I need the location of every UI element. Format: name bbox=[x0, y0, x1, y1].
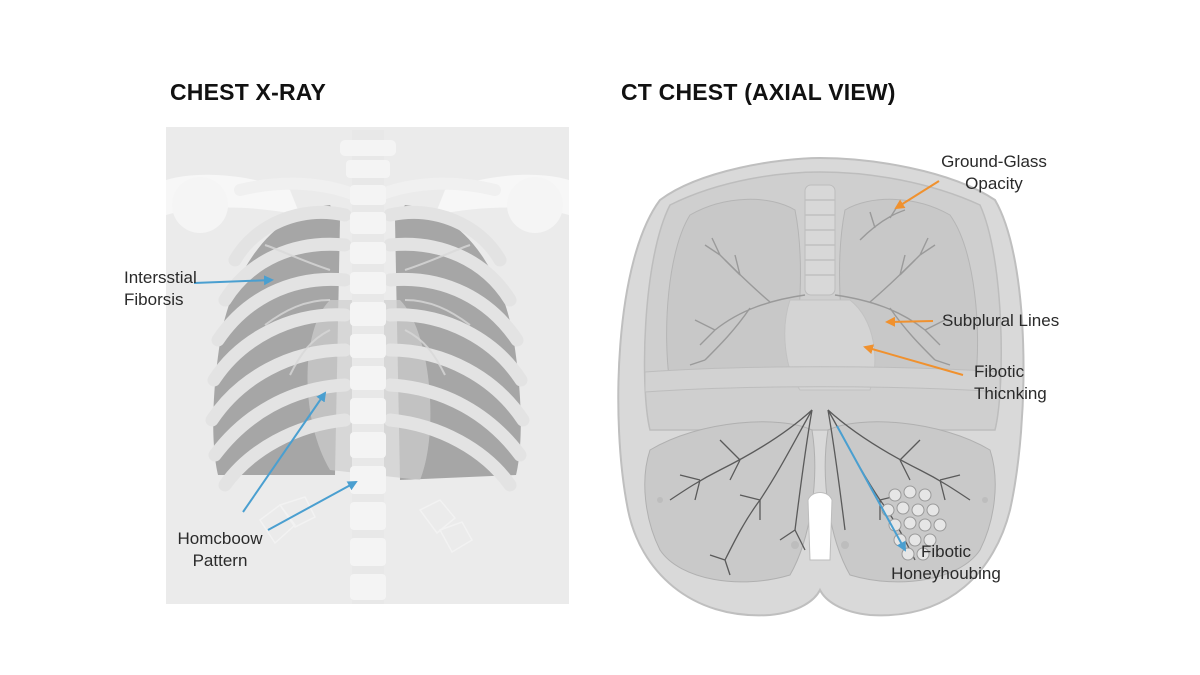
fibotic-thickening-label: Fibotic Thicnking bbox=[974, 361, 1047, 405]
interstitial-fibrosis-label: Intersstial Fiborsis bbox=[124, 267, 197, 311]
subpleural-arrow bbox=[887, 321, 933, 322]
ground-glass-label: Ground-Glass Opacity bbox=[934, 151, 1054, 195]
subpleural-lines-label: Subplural Lines bbox=[942, 310, 1059, 332]
fibotic-honeycombing-label: Fibotic Honeyhoubing bbox=[884, 541, 1008, 585]
honeycomb-pattern-label: Homcboow Pattern bbox=[170, 528, 270, 572]
